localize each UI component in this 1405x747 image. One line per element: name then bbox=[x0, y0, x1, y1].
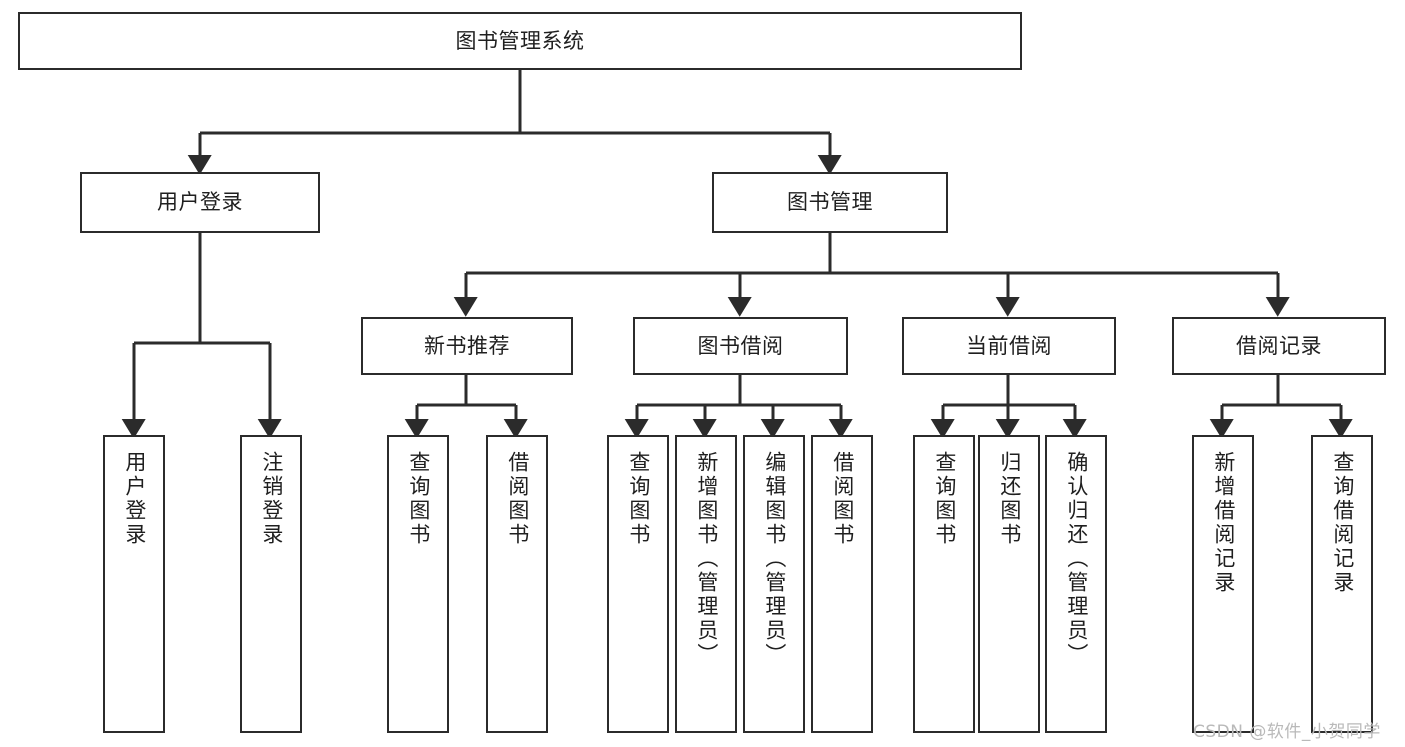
node-label: 新增图书（管理员） bbox=[694, 451, 719, 667]
leaf-edit-book-admin[interactable]: 编辑图书（管理员） bbox=[743, 435, 805, 733]
node-label: 查询图书 bbox=[626, 451, 651, 547]
leaf-borrow-book-recommend[interactable]: 借阅图书 bbox=[486, 435, 548, 733]
leaf-add-borrow-record[interactable]: 新增借阅记录 bbox=[1192, 435, 1254, 733]
leaf-query-borrow-record[interactable]: 查询借阅记录 bbox=[1311, 435, 1373, 733]
node-book-management[interactable]: 图书管理 bbox=[712, 172, 948, 233]
leaf-user-login[interactable]: 用户登录 bbox=[103, 435, 165, 733]
node-borrow-record[interactable]: 借阅记录 bbox=[1172, 317, 1386, 375]
csdn-watermark: CSDN @软件_小贺同学 bbox=[1193, 722, 1381, 742]
leaf-return-book[interactable]: 归还图书 bbox=[978, 435, 1040, 733]
node-label: 借阅图书 bbox=[830, 451, 855, 547]
node-label: 归还图书 bbox=[997, 451, 1022, 547]
leaf-add-book-admin[interactable]: 新增图书（管理员） bbox=[675, 435, 737, 733]
node-label: 图书借阅 bbox=[697, 333, 784, 358]
leaf-query-book-recommend[interactable]: 查询图书 bbox=[387, 435, 449, 733]
leaf-query-book-current[interactable]: 查询图书 bbox=[913, 435, 975, 733]
node-label: 借阅图书 bbox=[505, 451, 530, 547]
leaf-confirm-return-admin[interactable]: 确认归还（管理员） bbox=[1045, 435, 1107, 733]
node-label: 新增借阅记录 bbox=[1211, 451, 1236, 595]
node-label: 新书推荐 bbox=[424, 333, 510, 358]
node-label: 注销登录 bbox=[259, 451, 284, 547]
node-current-borrow[interactable]: 当前借阅 bbox=[902, 317, 1116, 375]
node-label: 当前借阅 bbox=[966, 333, 1052, 358]
node-label: 编辑图书（管理员） bbox=[762, 451, 787, 667]
node-label: 查询借阅记录 bbox=[1330, 451, 1355, 595]
node-book-borrow[interactable]: 图书借阅 bbox=[633, 317, 848, 375]
node-label: 确认归还（管理员） bbox=[1064, 451, 1089, 667]
node-label: 查询图书 bbox=[932, 451, 957, 547]
leaf-query-book-borrow[interactable]: 查询图书 bbox=[607, 435, 669, 733]
node-label: 图书管理系统 bbox=[455, 28, 585, 53]
node-user-login[interactable]: 用户登录 bbox=[80, 172, 320, 233]
node-root-book-management-system[interactable]: 图书管理系统 bbox=[18, 12, 1022, 70]
node-label: 借阅记录 bbox=[1236, 333, 1322, 358]
node-new-book-recommend[interactable]: 新书推荐 bbox=[361, 317, 573, 375]
node-label: 用户登录 bbox=[122, 451, 147, 547]
leaf-logout-login[interactable]: 注销登录 bbox=[240, 435, 302, 733]
node-label: 图书管理 bbox=[787, 190, 873, 215]
node-label: 用户登录 bbox=[157, 190, 243, 215]
node-label: 查询图书 bbox=[406, 451, 431, 547]
leaf-borrow-book[interactable]: 借阅图书 bbox=[811, 435, 873, 733]
